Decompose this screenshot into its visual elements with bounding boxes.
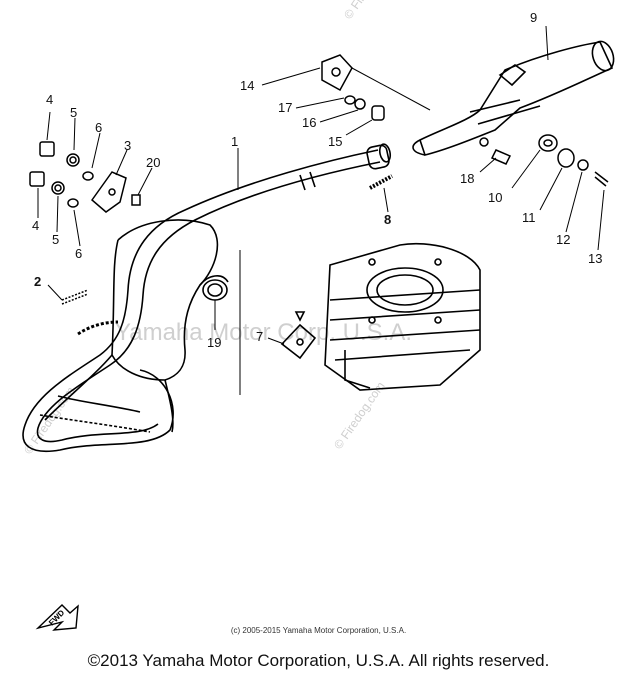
bolt-group-right <box>479 134 609 187</box>
exhaust-pipe <box>22 143 392 452</box>
callout-13: 13 <box>588 251 602 266</box>
watermark-side: © Firedog.com <box>21 384 78 457</box>
callout-6a: 6 <box>95 120 102 135</box>
mount-bracket <box>280 311 317 360</box>
stud-bolt <box>61 289 89 305</box>
watermark-side-3: © Firedog.com <box>341 0 398 22</box>
callout-3: 3 <box>124 138 131 153</box>
leader-lines <box>37 25 605 395</box>
callout-19: 19 <box>207 335 221 350</box>
callout-16: 16 <box>302 115 316 130</box>
callout-18: 18 <box>460 171 474 186</box>
callout-20: 20 <box>146 155 160 170</box>
silencer <box>412 40 615 156</box>
callout-4b: 4 <box>32 218 39 233</box>
callout-14: 14 <box>240 78 254 93</box>
callout-17: 17 <box>278 100 292 115</box>
callout-12: 12 <box>556 232 570 247</box>
callout-5b: 5 <box>52 232 59 247</box>
callout-4a: 4 <box>46 92 53 107</box>
spring <box>369 174 393 190</box>
gasket-ring <box>202 279 228 330</box>
callout-1: 1 <box>231 134 238 149</box>
small-copyright: (c) 2005-2015 Yamaha Motor Corporation, … <box>230 626 407 635</box>
callout-10: 10 <box>488 190 502 205</box>
callout-6b: 6 <box>75 246 82 261</box>
cylinder <box>324 242 481 391</box>
bolt-group-left <box>29 141 141 213</box>
callout-11: 11 <box>522 210 536 225</box>
callout-7: 7 <box>256 329 263 344</box>
callout-15: 15 <box>328 134 342 149</box>
callout-8: 8 <box>384 212 391 227</box>
watermark-main: Yamaha Motor Corp. U.S.A. <box>115 319 412 346</box>
callout-2: 2 <box>34 274 41 289</box>
callout-5a: 5 <box>70 105 77 120</box>
copyright-notice: ©2013 Yamaha Motor Corporation, U.S.A. A… <box>87 651 550 670</box>
callout-9: 9 <box>530 10 537 25</box>
callout-labels: 1 2 3 4 5 6 20 4 5 6 7 8 9 10 11 12 13 1… <box>32 10 602 350</box>
top-bracket-parts <box>321 54 431 121</box>
fwd-arrow-icon: FWD <box>35 604 79 631</box>
